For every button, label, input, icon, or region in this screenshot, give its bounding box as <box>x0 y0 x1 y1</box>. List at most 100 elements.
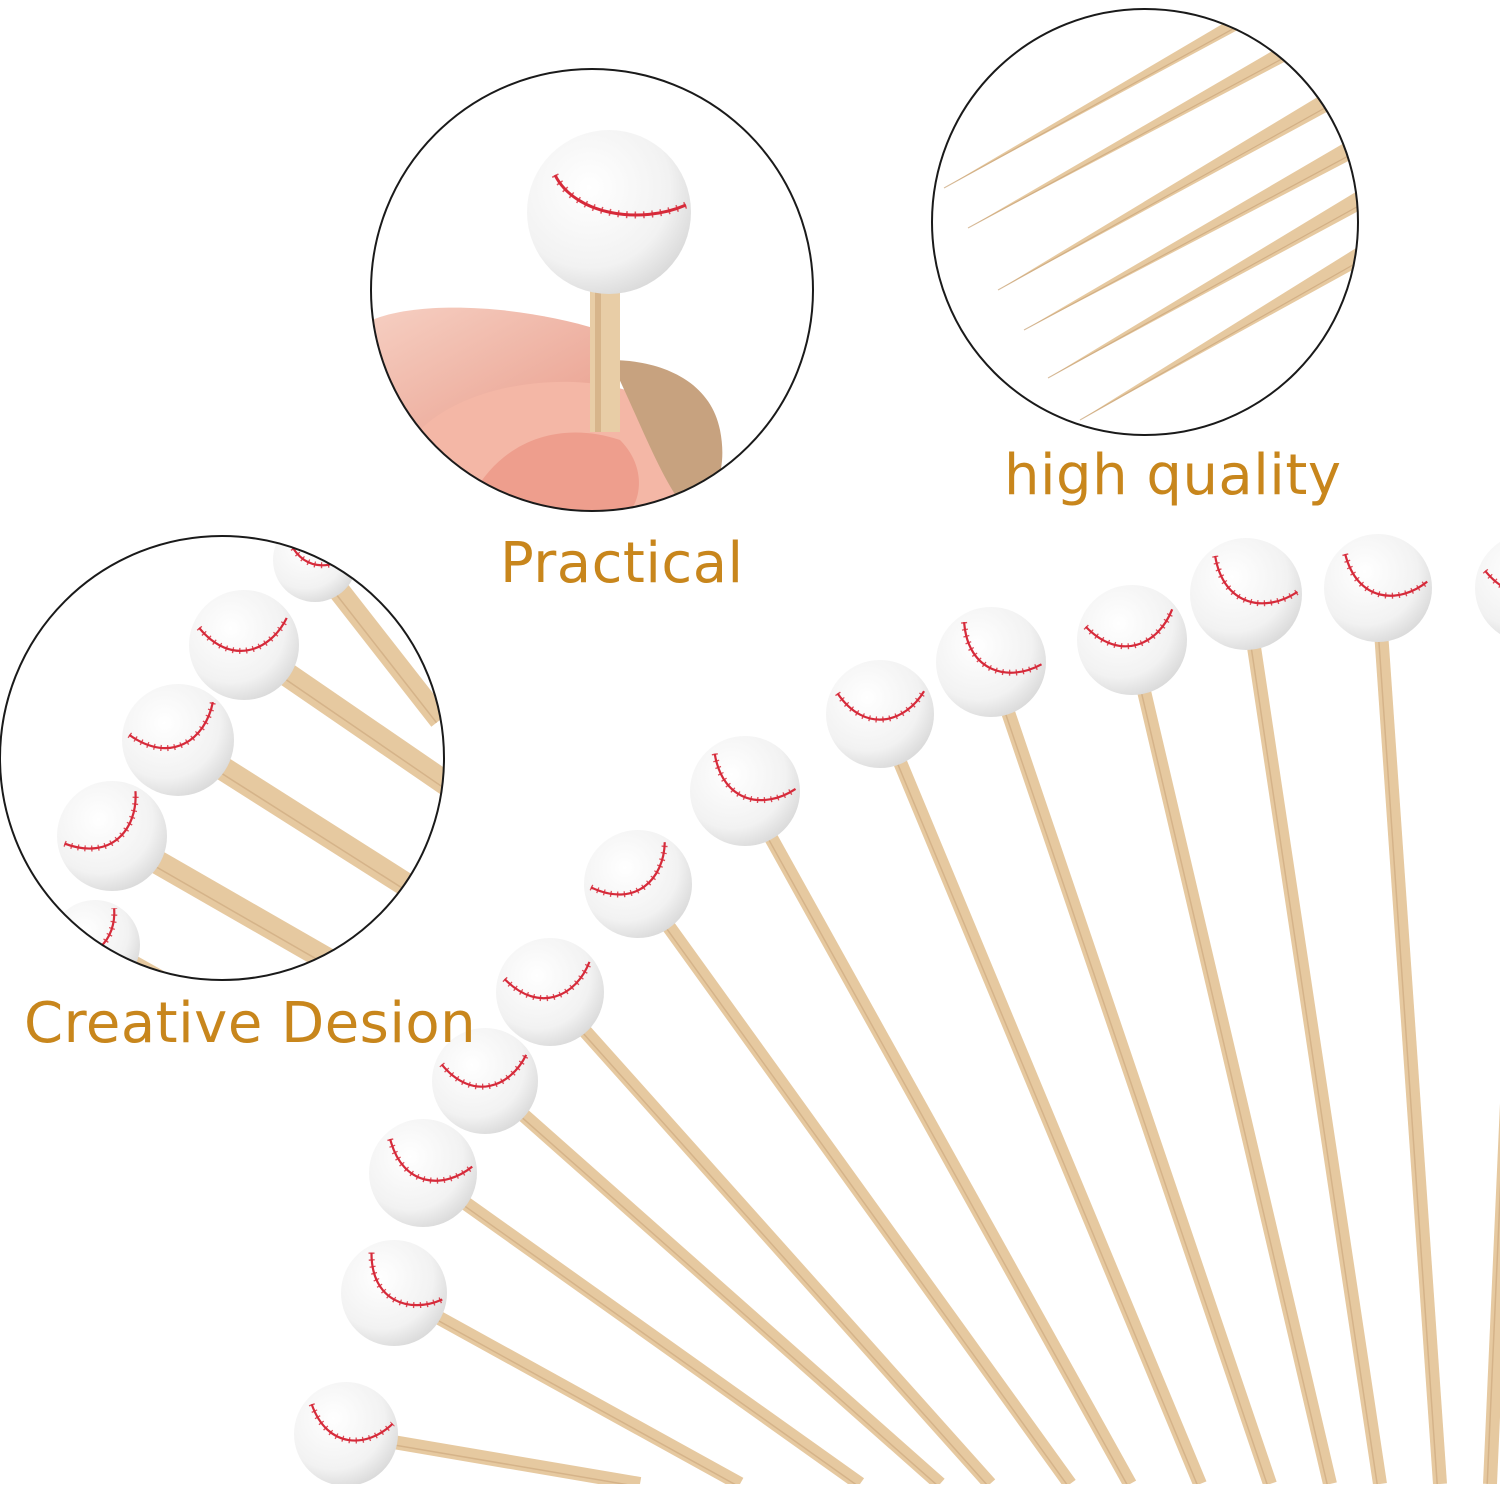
bamboo-grain <box>392 1294 740 1488</box>
baseball-head <box>57 781 167 891</box>
bamboo-tip <box>1080 242 1358 420</box>
practical-caption: Practical <box>500 531 744 596</box>
baseball-head <box>584 830 692 938</box>
bamboo-grain <box>547 993 989 1487</box>
bamboo-stick <box>632 879 1076 1488</box>
bamboo-grain <box>876 714 1199 1486</box>
baseball-head <box>432 1028 538 1134</box>
bamboo-stick <box>1371 587 1447 1485</box>
bamboo-grain <box>1128 640 1329 1485</box>
baseball-head <box>294 1382 398 1486</box>
baseball-stitch <box>196 616 290 654</box>
bamboo-grain <box>1242 594 1378 1485</box>
baseball-pick <box>496 938 996 1488</box>
baseball-stitch <box>127 701 216 752</box>
baseball-pick-icon <box>527 130 691 432</box>
bamboo-stick <box>1483 1103 1500 1485</box>
bamboo-tip-grain <box>943 12 1263 189</box>
main-picks-group <box>294 534 1500 1488</box>
baseball-stitch <box>387 1138 475 1184</box>
high-quality-caption: high quality <box>1004 443 1342 508</box>
baseball-pick <box>122 684 437 911</box>
bamboo-stick <box>738 787 1137 1488</box>
baseball-stitch <box>1482 559 1500 597</box>
baseball-head <box>1324 534 1432 642</box>
finger-icon <box>372 307 723 511</box>
bamboo-grain <box>741 791 1129 1486</box>
baseball-stitch <box>835 689 927 723</box>
bamboo-tip <box>1024 142 1355 330</box>
bamboo-tip-grain <box>1079 253 1358 421</box>
bamboo-grain <box>1486 1180 1500 1484</box>
baseball-head <box>273 536 357 602</box>
baseball-pick <box>57 781 386 980</box>
bamboo-stick <box>480 1075 945 1488</box>
bamboo-tip <box>1048 192 1358 378</box>
baseball-pick <box>826 660 1207 1487</box>
baseball-head <box>1475 541 1500 635</box>
baseball-stitch <box>1083 608 1175 650</box>
baseball-head <box>341 1240 447 1346</box>
baseball-head <box>496 938 604 1046</box>
bamboo-grain <box>635 885 1069 1487</box>
baseball-stitch <box>1212 555 1300 607</box>
baseball-pick <box>189 590 444 810</box>
practical-detail-circle <box>370 68 814 512</box>
baseball-head <box>936 607 1046 717</box>
bamboo-tip-grain <box>997 103 1333 291</box>
baseball-head <box>690 736 800 846</box>
bamboo-stick <box>1239 592 1387 1486</box>
baseball-pick <box>1324 534 1447 1485</box>
bamboo-tip <box>968 42 1294 228</box>
bamboo-tip-grain <box>1023 153 1353 331</box>
baseball-pick <box>1190 538 1387 1486</box>
bamboo-stick <box>237 635 444 810</box>
bamboo-stick <box>306 553 444 727</box>
bamboo-tip <box>998 92 1335 290</box>
bamboo-tip-grain <box>1047 203 1358 379</box>
baseball-head <box>1077 585 1187 695</box>
baseball-pick <box>294 1382 642 1488</box>
bamboo-stick <box>418 1167 865 1488</box>
baseball-pick <box>432 1028 945 1488</box>
baseball-stitch <box>502 960 593 1002</box>
bamboo-tip-grain <box>967 52 1293 229</box>
baseball-stitch <box>1342 553 1430 599</box>
bamboo-stick <box>106 825 386 980</box>
baseball-stitch <box>711 753 798 804</box>
baseball-stitch <box>308 1403 395 1444</box>
quality-detail-circle <box>931 8 1359 436</box>
baseball-pick <box>690 736 1137 1488</box>
baseball-pick <box>1077 585 1337 1486</box>
baseball-stitch <box>368 1252 444 1309</box>
baseball-pick <box>369 1119 865 1488</box>
bamboo-stick <box>544 987 996 1488</box>
baseball-head <box>369 1119 477 1227</box>
bamboo-grain <box>1374 588 1438 1485</box>
bamboo-grain <box>987 662 1269 1486</box>
baseball-pick <box>936 607 1277 1487</box>
bamboo-tip <box>944 9 1264 188</box>
baseball-pick <box>1475 541 1500 1485</box>
bamboo-grain <box>420 1174 859 1487</box>
baseball-pick <box>584 830 1076 1488</box>
baseball-head <box>189 590 299 700</box>
baseball-stitch <box>961 621 1043 676</box>
baseball-pick <box>341 1240 744 1488</box>
baseball-head <box>122 684 234 796</box>
baseball-head <box>1190 538 1302 650</box>
bamboo-stick <box>390 1286 744 1488</box>
bamboo-stick <box>344 1427 642 1488</box>
closeup-picks-group <box>50 536 444 980</box>
creative-design-caption: Creative Desion <box>24 991 477 1056</box>
bamboo-tip-icon <box>943 9 1358 421</box>
baseball-stitch <box>439 1053 529 1090</box>
baseball-stitch <box>63 790 139 852</box>
bamboo-stick <box>171 729 437 911</box>
baseball-stitch <box>589 842 668 898</box>
bamboo-grain <box>482 1082 939 1487</box>
baseball-head <box>826 660 934 768</box>
creative-detail-circle <box>0 535 445 981</box>
